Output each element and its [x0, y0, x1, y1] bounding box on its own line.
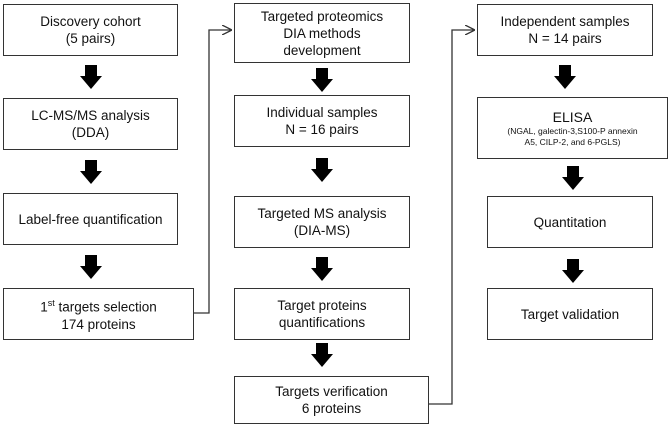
- independent-samples-label: Independent samples: [500, 14, 630, 29]
- targeted-proteomics-line1: Targeted proteomics: [260, 8, 384, 24]
- independent-samples-box: Independent samples N = 14 pairs: [477, 4, 653, 56]
- lcms-analysis-method: (DDA): [71, 125, 110, 140]
- targeted-ms-label: Targeted MS analysis: [257, 206, 387, 221]
- discovery-cohort-count: (5 pairs): [65, 31, 116, 46]
- down-arrow-icon: [562, 166, 584, 190]
- targeted-proteomics-line3: development: [283, 42, 361, 58]
- target-quant-box: Target proteins quantifications: [234, 288, 410, 340]
- target-quant-line2: quantifications: [278, 315, 366, 330]
- down-arrow-icon: [80, 255, 102, 279]
- targeted-proteomics-line2: DIA methods: [283, 25, 361, 41]
- down-arrow-icon: [311, 68, 333, 92]
- individual-samples-label: Individual samples: [266, 105, 378, 120]
- connector-col2-to-col3: [429, 30, 474, 405]
- down-arrow-icon: [311, 158, 333, 182]
- targeted-ms-box: Targeted MS analysis (DIA-MS): [234, 196, 410, 248]
- target-validation-label: Target validation: [520, 306, 620, 322]
- target-quant-line1: Target proteins: [277, 298, 367, 313]
- elisa-title: ELISA: [552, 109, 593, 125]
- elisa-box: ELISA (NGAL, galectin-3,S100-P annexin A…: [477, 97, 668, 159]
- first-targets-label: 1st targets selection: [40, 298, 157, 315]
- quantitation-box: Quantitation: [487, 196, 653, 248]
- targets-verification-label: Targets verification: [275, 384, 388, 399]
- down-arrow-icon: [562, 259, 584, 283]
- lcms-analysis-label: LC-MS/MS analysis: [31, 108, 150, 123]
- down-arrow-icon: [554, 65, 576, 89]
- elisa-targets-line1: (NGAL, galectin-3,S100-P annexin: [507, 126, 638, 136]
- discovery-cohort-box: Discovery cohort (5 pairs): [3, 4, 178, 56]
- lcms-analysis-box: LC-MS/MS analysis (DDA): [3, 98, 178, 150]
- down-arrow-icon: [80, 160, 102, 184]
- targets-verification-box: Targets verification 6 proteins: [234, 376, 429, 424]
- down-arrow-icon: [311, 257, 333, 281]
- label-free-label: Label-free quantification: [18, 211, 163, 227]
- elisa-targets-line2: A5, CILP-2, and 6-PGLS): [524, 137, 621, 147]
- individual-samples-count: N = 16 pairs: [285, 122, 359, 137]
- independent-samples-count: N = 14 pairs: [528, 31, 602, 46]
- discovery-cohort-label: Discovery cohort: [40, 14, 141, 29]
- individual-samples-box: Individual samples N = 16 pairs: [234, 95, 410, 147]
- first-targets-count: 174 proteins: [61, 316, 136, 332]
- connector-col1-to-col2: [194, 30, 231, 314]
- down-arrow-icon: [311, 343, 333, 367]
- target-validation-box: Target validation: [487, 288, 653, 340]
- targeted-ms-method: (DIA-MS): [293, 223, 351, 238]
- targeted-proteomics-box: Targeted proteomics DIA methods developm…: [234, 3, 410, 63]
- down-arrow-icon: [80, 65, 102, 89]
- first-targets-box: 1st targets selection 174 proteins: [3, 288, 194, 340]
- quantitation-label: Quantitation: [533, 214, 607, 230]
- label-free-box: Label-free quantification: [3, 193, 178, 245]
- targets-verification-count: 6 proteins: [301, 401, 362, 416]
